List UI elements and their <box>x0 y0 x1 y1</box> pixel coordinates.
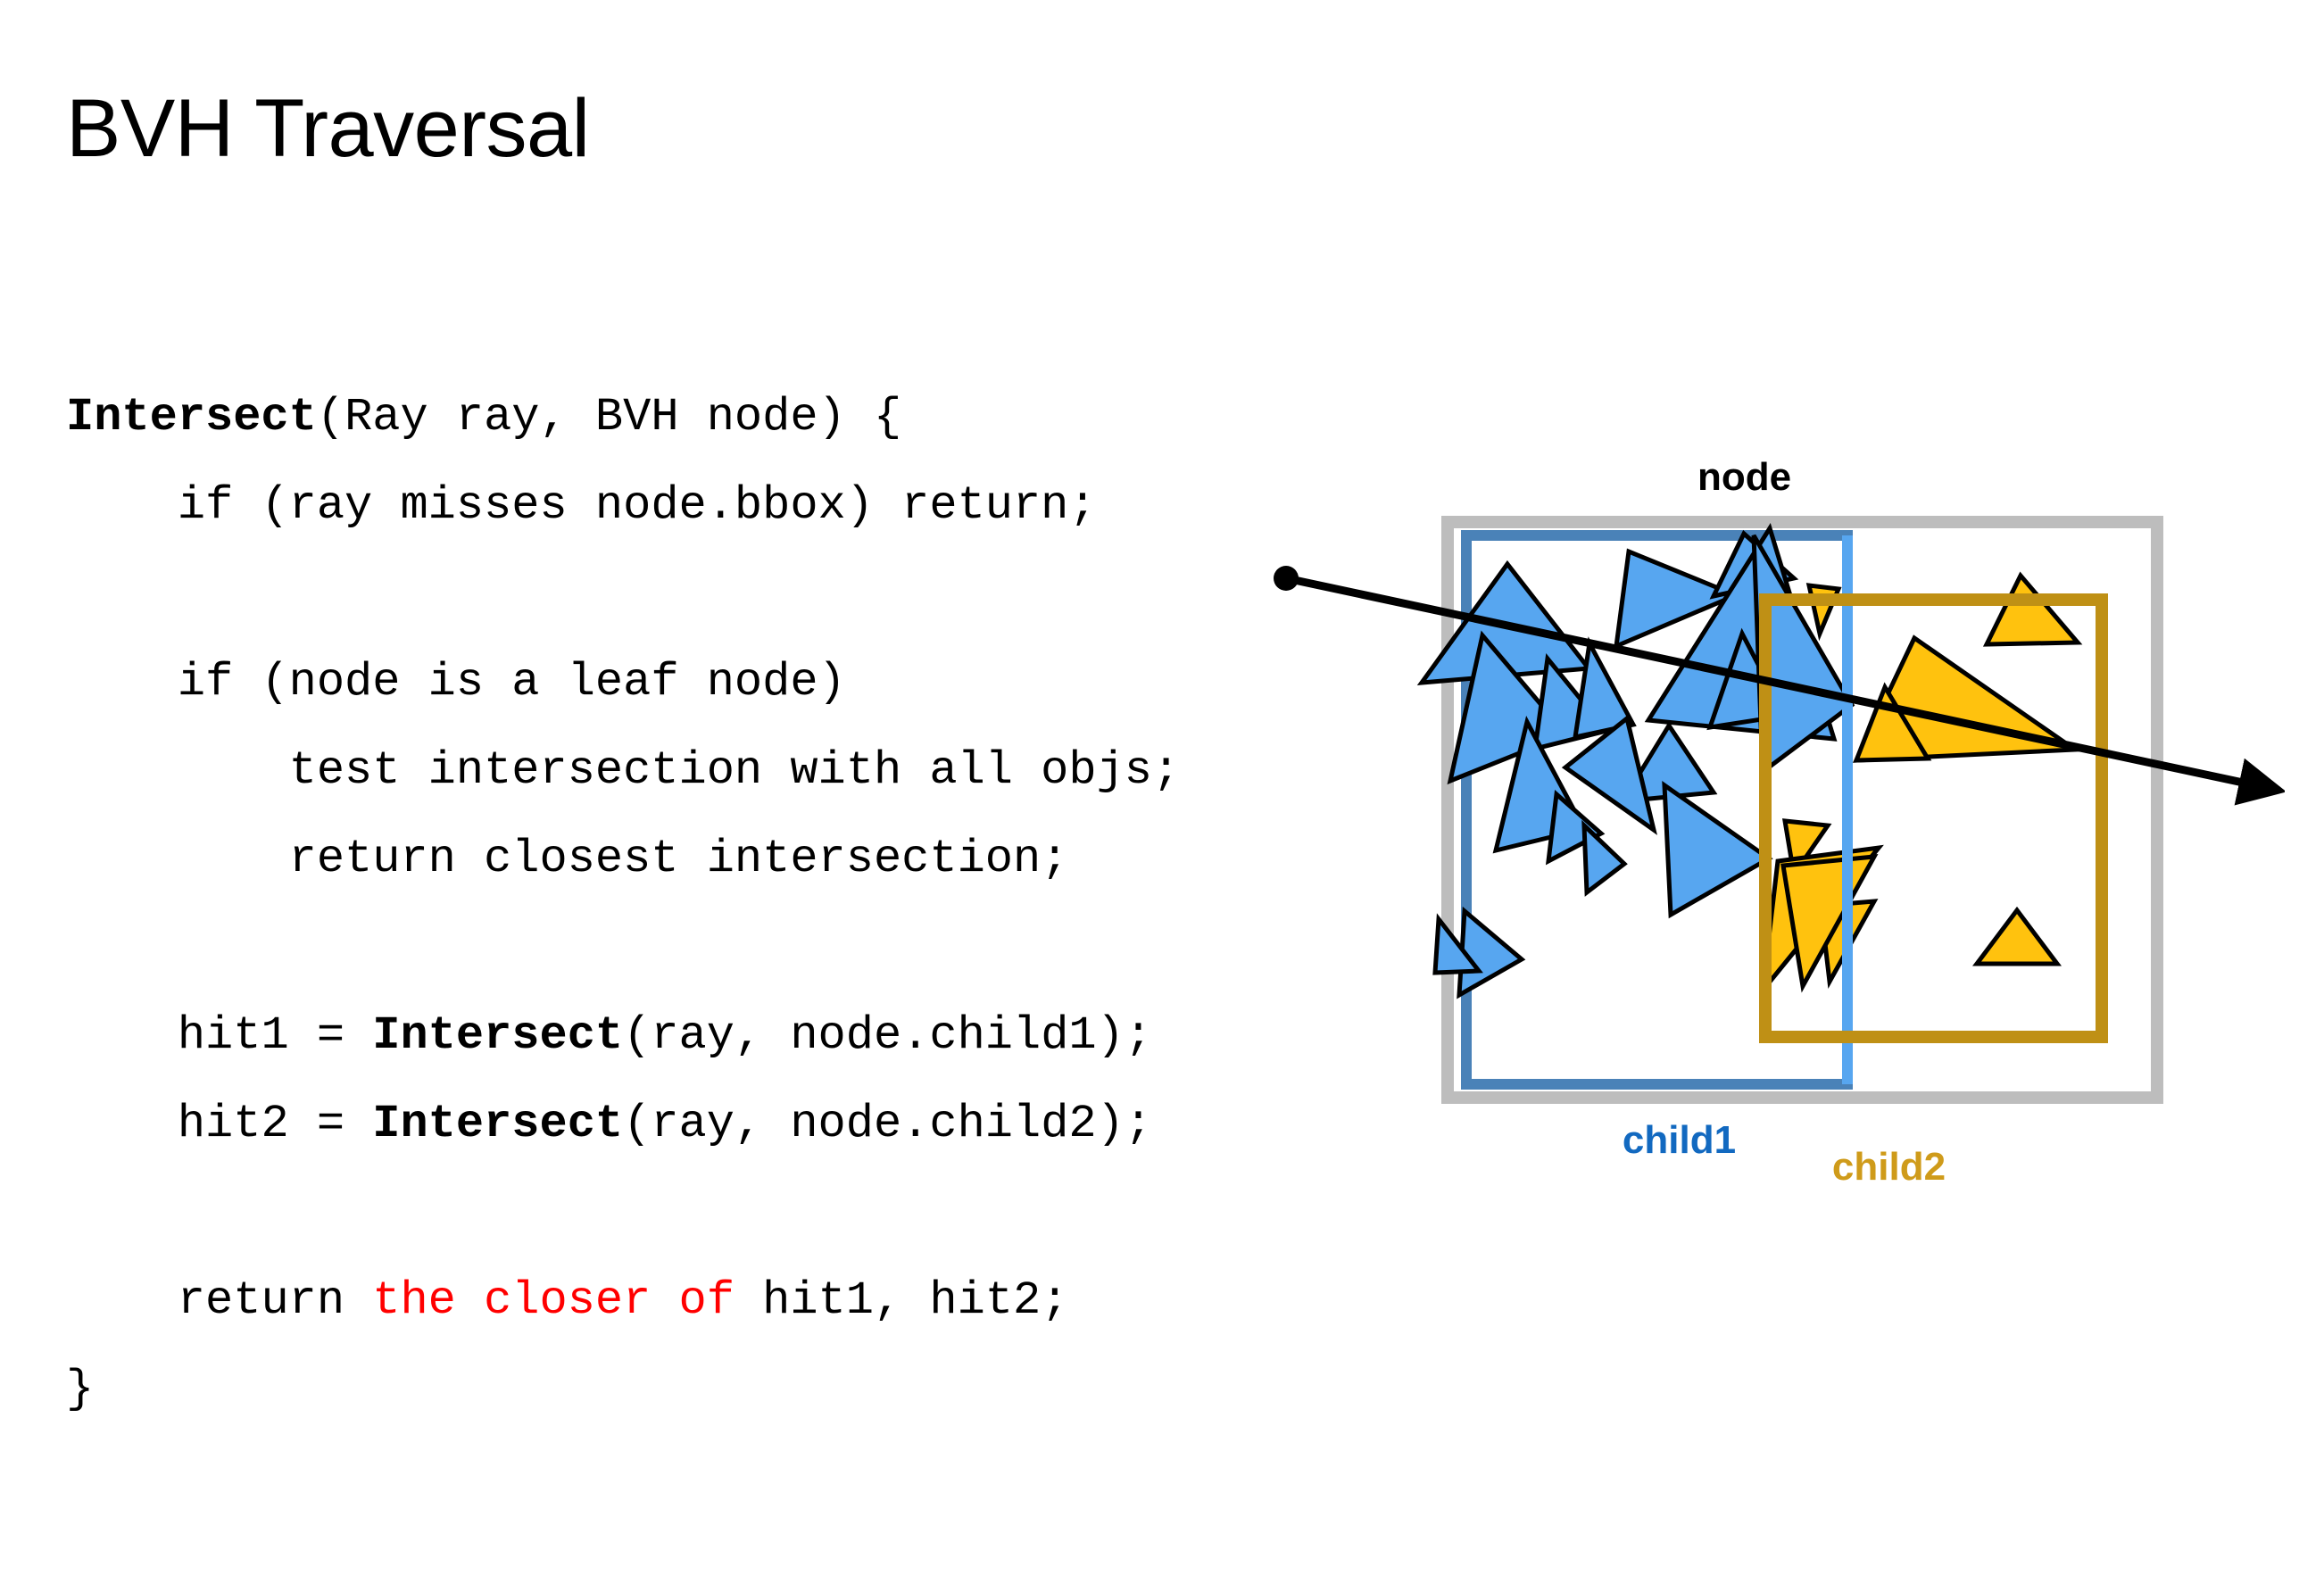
node-label: node <box>1697 455 1791 499</box>
scene-triangle-blue <box>1545 789 1606 866</box>
scene-triangle-yellow <box>1972 906 2062 966</box>
code-line: hit2 = Intersect(ray, node.child2); <box>66 1080 1405 1168</box>
code-line: test intersection with all objs; <box>66 726 1405 815</box>
code-line <box>66 903 1405 991</box>
code-token-red: the closer of <box>372 1274 735 1327</box>
child2-bounding-box <box>1759 593 2108 1043</box>
scene-triangle-blue <box>1457 906 1526 999</box>
node-bounding-box <box>1441 516 2163 1104</box>
code-token-plain: return <box>177 1274 373 1327</box>
code-token-plain: if (node is a leaf node) <box>177 656 846 709</box>
code-token-plain: hit1 = <box>177 1009 373 1062</box>
bvh-diagram: node child1 child2 <box>1249 419 2285 1187</box>
code-indent <box>66 479 178 532</box>
scene-triangle-yellow <box>1805 583 1842 642</box>
scene-triangle-blue <box>1432 913 1483 975</box>
code-token-plain: return closest intersection; <box>288 833 1069 885</box>
code-token-plain: (ray, node.child1); <box>623 1009 1153 1062</box>
code-token-plain: hit1, hit2; <box>734 1274 1069 1327</box>
code-indent <box>66 656 178 709</box>
scene-triangle-blue <box>1561 714 1657 835</box>
code-token-plain: hit2 = <box>177 1098 373 1150</box>
code-line: hit1 = Intersect(ray, node.child1); <box>66 991 1405 1080</box>
code-indent <box>66 1009 178 1062</box>
child1-label: child1 <box>1623 1118 1736 1162</box>
code-line: return the closer of hit1, hit2; <box>66 1256 1405 1345</box>
code-token-plain: (ray, node.child2); <box>623 1098 1153 1150</box>
scene-triangle-blue <box>1572 636 1637 741</box>
scene-triangle-yellow <box>1853 682 1932 763</box>
code-token-plain: (Ray ray, BVH node) { <box>316 391 902 444</box>
code-token-bold: Intersect <box>66 391 317 444</box>
code-token-plain: test intersection with all objs; <box>288 744 1181 797</box>
code-indent <box>66 1274 178 1327</box>
scene-triangle-yellow <box>1982 571 2083 647</box>
bvh-diagram-svg: node child1 child2 <box>1274 455 2285 1187</box>
scene-triangle-blue <box>1613 548 1742 651</box>
scene-triangle-blue <box>1581 819 1628 897</box>
code-token-bold: Intersect <box>372 1009 624 1062</box>
code-line: if (ray misses node.bbox) return; <box>66 461 1405 550</box>
code-token-bold: Intersect <box>372 1098 624 1150</box>
code-line: } <box>66 1345 1405 1433</box>
code-block: Intersect(Ray ray, BVH node) { if (ray m… <box>66 373 1405 1433</box>
code-line <box>66 550 1405 638</box>
child2-label: child2 <box>1832 1145 1946 1187</box>
code-line: Intersect(Ray ray, BVH node) { <box>66 373 1405 461</box>
code-line: if (node is a leaf node) <box>66 638 1405 726</box>
code-token-plain: if (ray misses node.bbox) return; <box>177 479 1097 532</box>
code-indent <box>66 833 289 885</box>
code-line <box>66 1168 1405 1256</box>
page-title: BVH Traversal <box>66 83 590 174</box>
scene-triangle-blue <box>1662 781 1773 919</box>
ray-line <box>1285 574 2285 806</box>
code-token-plain: } <box>66 1363 95 1415</box>
ray-origin-dot <box>1274 566 1299 591</box>
code-indent <box>66 744 289 797</box>
code-indent <box>66 1098 178 1150</box>
code-line: return closest intersection; <box>66 815 1405 903</box>
